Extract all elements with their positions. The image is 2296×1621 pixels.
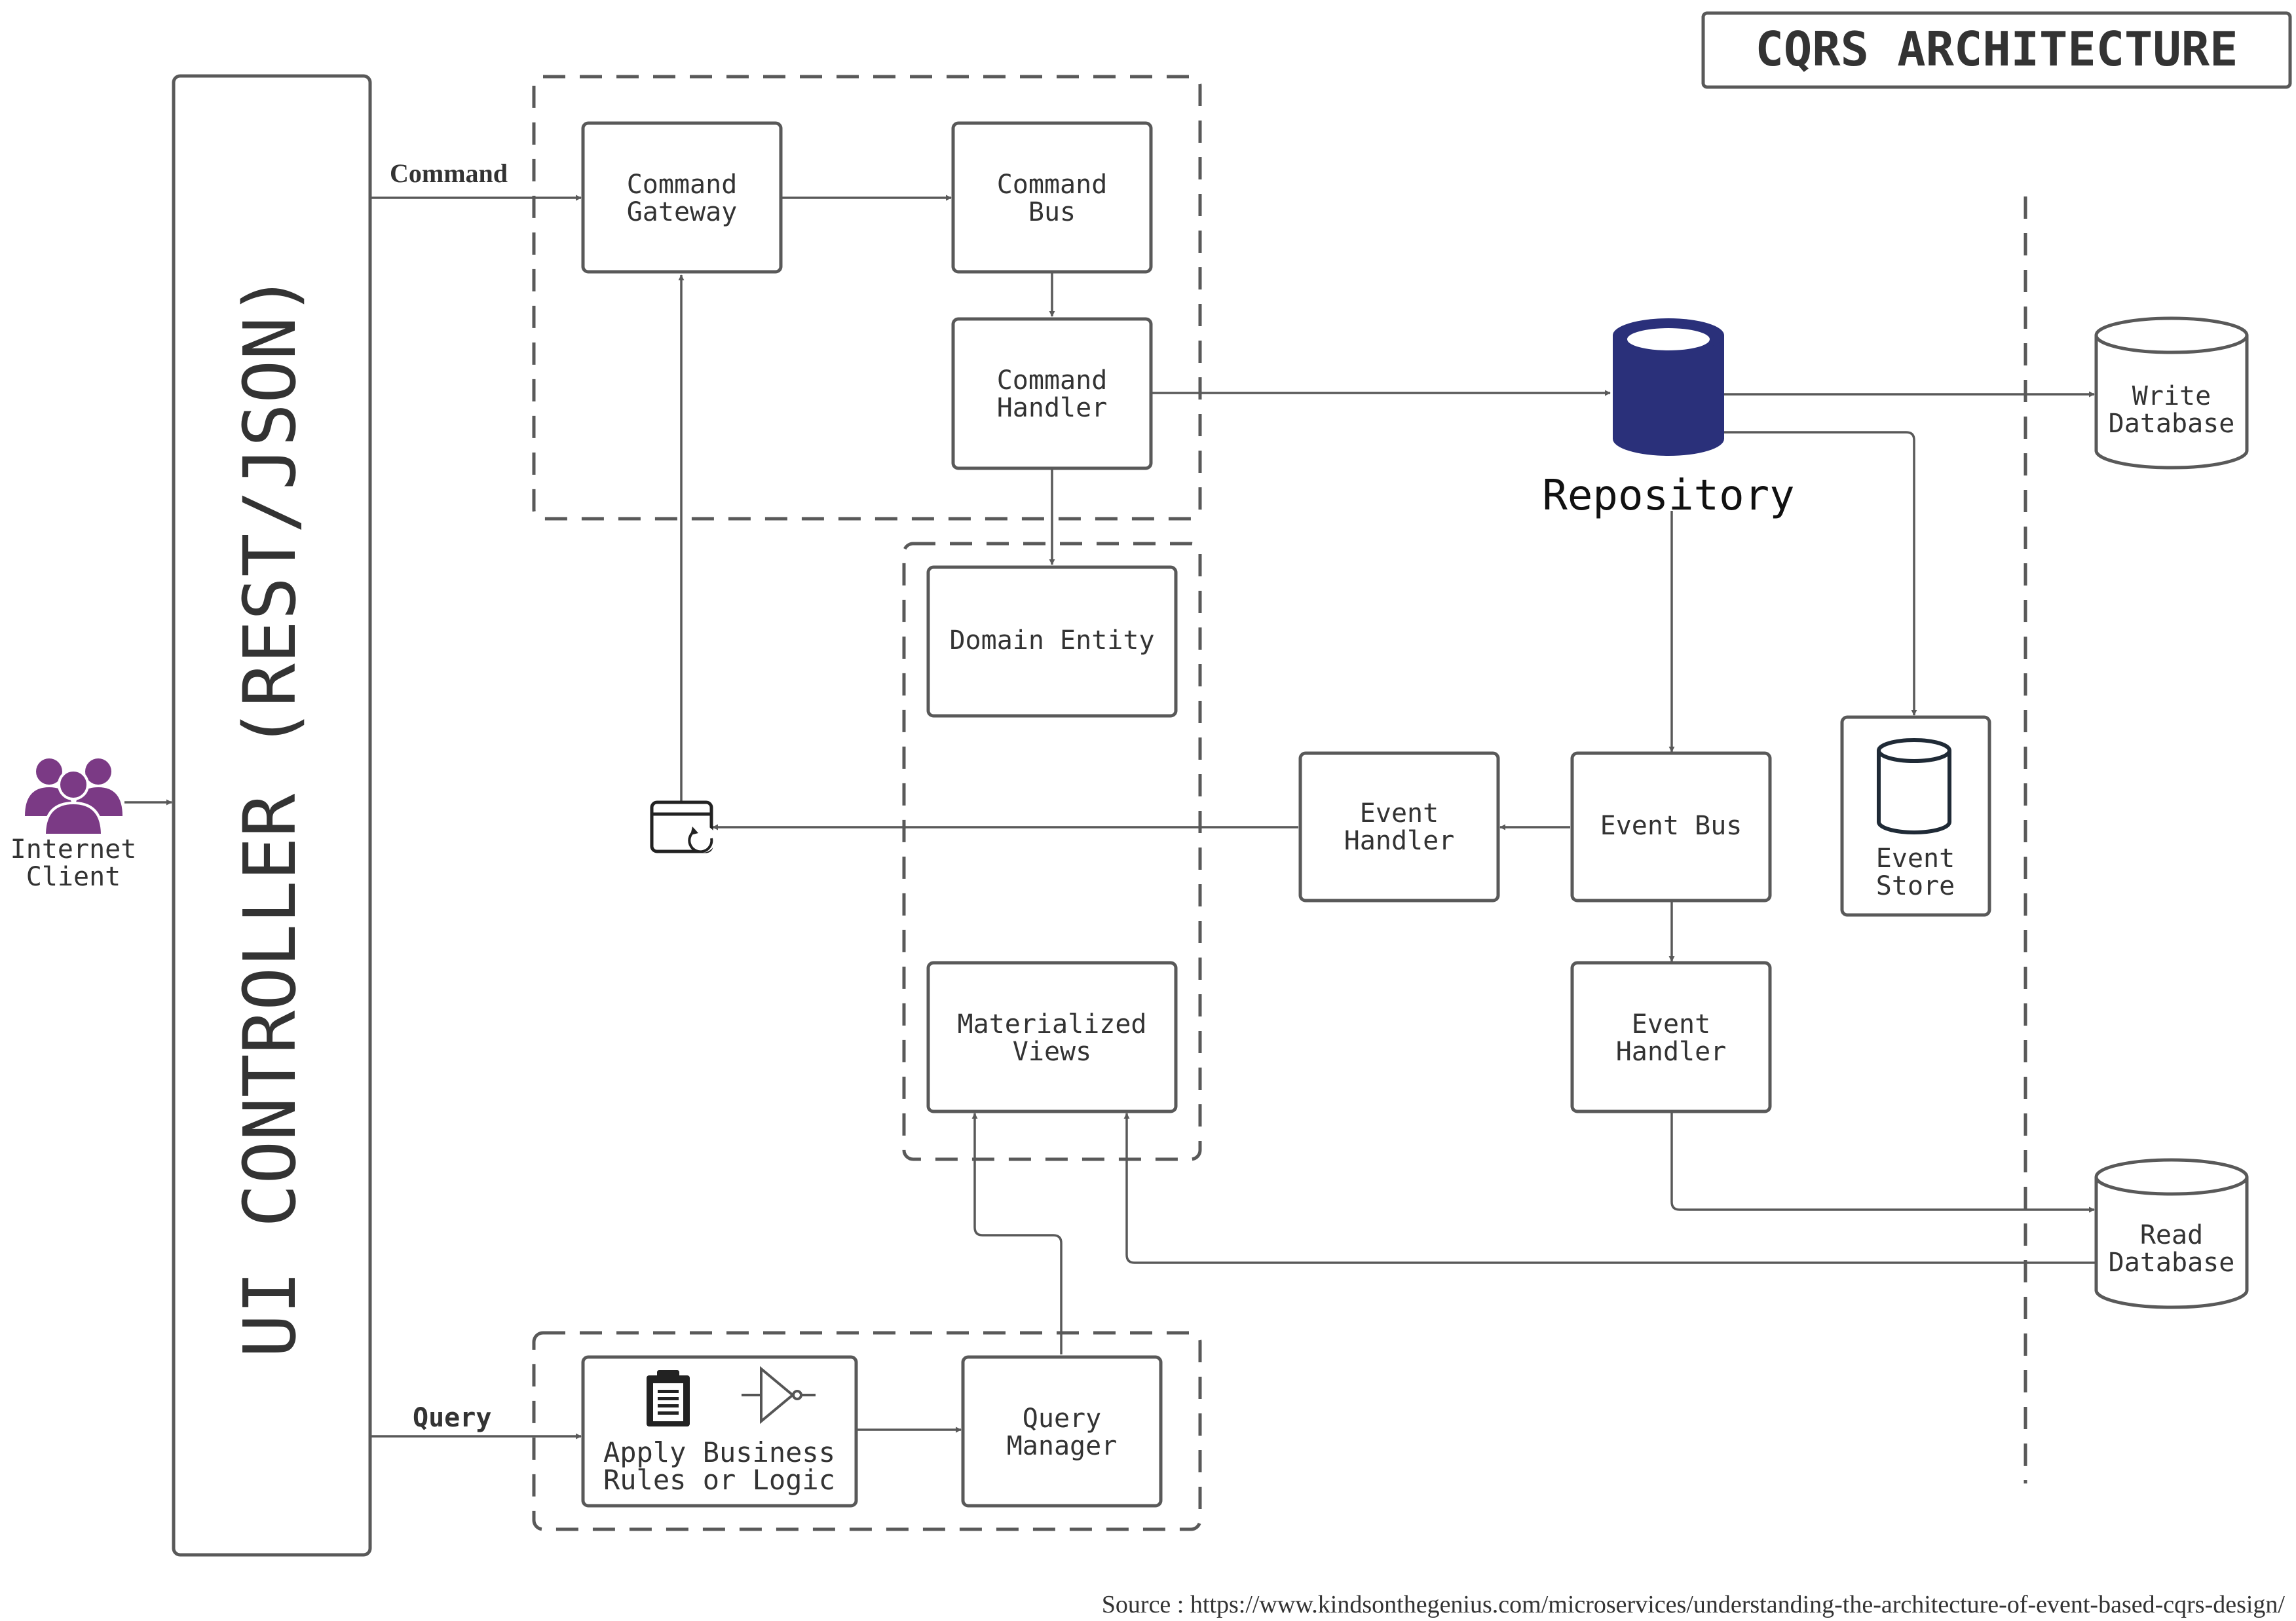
command-bus-node: Command Bus (951, 121, 1153, 274)
client-label-line1: Internet (10, 834, 137, 865)
event-handler-left-node: Event Handler (1298, 751, 1500, 903)
write-database-label-1: Write (2132, 381, 2211, 411)
command-handler-label-1: Command (997, 365, 1108, 396)
client-label-line2: Client (26, 862, 121, 892)
event-bus-node: Event Bus (1570, 751, 1772, 903)
command-edge-label: Command (390, 158, 508, 188)
ui-controller: UI CONTROLLER (REST/JSON) (172, 74, 372, 1557)
repository-to-event-store-arrow (1724, 431, 1917, 716)
clipboard-icon (647, 1370, 690, 1426)
command-handler-label-2: Handler (997, 393, 1108, 423)
write-database-node: Write Database (2094, 316, 2249, 470)
business-rules-label-1: Apply Business (603, 1436, 835, 1468)
command-gateway-label-2: Gateway (627, 197, 738, 227)
internet-client: Internet Client (10, 758, 137, 892)
event-handler-left-label-1: Event (1360, 798, 1439, 829)
query-manager-node: Query Manager (961, 1355, 1163, 1508)
handler-to-read-db-arrow (1670, 1111, 2095, 1213)
query-manager-to-views-arrow (971, 1113, 1063, 1354)
read-database-node: Read Database (2094, 1158, 2249, 1309)
write-database-label-2: Database (2109, 409, 2235, 439)
query-edge-label: Query (413, 1403, 491, 1433)
business-rules-node: Apply Business Rules or Logic (581, 1355, 858, 1508)
read-db-to-views-arrow (1123, 1113, 2099, 1264)
materialized-views-node: Materialized Views (926, 961, 1178, 1113)
database-icon (1877, 738, 1951, 834)
ui-controller-label: UI CONTROLLER (REST/JSON) (228, 273, 312, 1358)
query-group (532, 1331, 1202, 1531)
repository-label: Repository (1542, 472, 1794, 520)
domain-entity-node: Domain Entity (926, 565, 1178, 718)
title-box: CQRS ARCHITECTURE (1701, 11, 2292, 89)
users-icon (25, 758, 122, 836)
command-handler-node: Command Handler (951, 317, 1153, 470)
window-refresh-icon (650, 800, 716, 853)
command-bus-label-1: Command (997, 170, 1108, 200)
event-bus-label: Event Bus (1600, 811, 1742, 841)
event-store-node: Event Store (1840, 715, 1991, 917)
domain-entity-label: Domain Entity (949, 625, 1154, 656)
event-handler-bottom-label-2: Handler (1616, 1037, 1727, 1067)
domain-group (902, 542, 1202, 1161)
business-rules-label-2: Rules or Logic (603, 1464, 835, 1496)
logic-gate-icon (742, 1366, 816, 1425)
materialized-views-label-1: Materialized (958, 1009, 1147, 1039)
command-gateway-label-1: Command (627, 170, 738, 200)
event-handler-left-label-2: Handler (1344, 826, 1455, 856)
connectors (124, 195, 2099, 1440)
event-store-label-2: Store (1876, 871, 1955, 901)
query-manager-label-2: Manager (1007, 1431, 1118, 1461)
repository-icon (1627, 328, 1710, 350)
read-database-label-1: Read (2140, 1220, 2203, 1250)
materialized-views-label-2: Views (1013, 1037, 1091, 1067)
command-gateway-node: Command Gateway (581, 121, 783, 274)
read-database-label-2: Database (2109, 1248, 2235, 1278)
repository-node: Repository (1542, 318, 1795, 520)
command-bus-label-2: Bus (1028, 197, 1076, 227)
event-handler-bottom-label-1: Event (1632, 1009, 1710, 1039)
event-store-label-1: Event (1876, 844, 1955, 874)
event-handler-bottom-node: Event Handler (1570, 961, 1772, 1113)
source-citation: Source : https://www.kindsonthegenius.co… (1102, 1591, 2286, 1618)
title: CQRS ARCHITECTURE (1756, 22, 2238, 77)
query-manager-label-1: Query (1023, 1404, 1101, 1434)
